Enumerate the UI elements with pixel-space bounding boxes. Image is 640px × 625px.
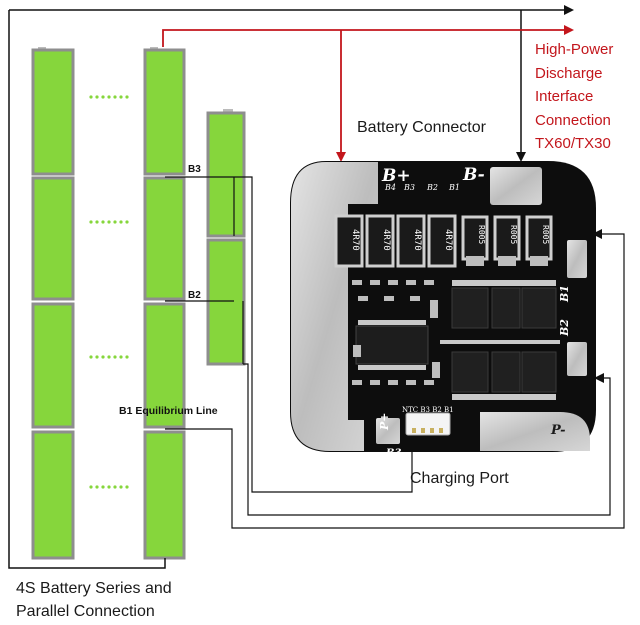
pad-b1 [567,240,587,278]
bms-ic [355,325,429,365]
battery-cell [143,47,186,176]
b-plus-pad [291,162,378,451]
bms-pcb: B+ B- P- P+ B3 B1 B2 B4 B3 B2 B1 NTC B3 … [290,161,596,459]
resistor-code: 4R70 [381,229,391,251]
discharge-line: Interface [535,88,594,105]
b2-tap-label: B2 [188,290,201,301]
diode-code: R005 [509,225,518,244]
battery-cell [143,302,186,429]
caption-line-2: Parallel Connection [16,603,155,620]
caption-line-1: 4S Battery Series and [16,580,172,597]
parallel-ellipsis [89,95,129,489]
tab-label: B2 [426,183,438,192]
b-plus-label: B+ [381,166,411,186]
mosfets [451,287,557,393]
battery-cell [31,47,75,176]
pcb-silkscreen: B+ B- P- P+ B3 B1 B2 B4 B3 B2 B1 NTC B3 … [378,165,571,459]
battery-cell [206,238,246,366]
b2-wire [165,300,611,516]
b3-wire [165,176,413,493]
b3-tap-label: B3 [188,164,201,175]
discharge-line: High-Power [535,41,614,58]
resistor-code: 4R70 [350,229,360,251]
pad-b2 [567,342,587,376]
b-minus-label: B- [462,165,485,185]
pad-b2-label: B2 [558,319,571,337]
ntc-label: NTC B3 B2 B1 [402,406,454,414]
ic-pins [358,320,426,370]
battery-cell [31,430,75,560]
p-plus-pad [376,418,400,444]
discharge-line: Connection [535,111,611,129]
battery-cells [31,47,246,560]
tab-label: B1 [448,183,460,192]
charging-port-label: Charging Port [410,470,509,487]
battery-connector-label: Battery Connector [357,119,486,136]
battery-cell [143,176,186,301]
component-codes: 4R70 4R70 4R70 4R70 R005 R005 R005 [350,225,550,251]
wiring [8,5,625,569]
diode-code: R005 [477,225,486,244]
negative-wire [8,10,166,569]
discharge-interface-label: High-Power Discharge Interface Connectio… [535,38,613,156]
battery-cell [143,430,186,560]
b1-equilibrium-label: B1 Equilibrium Line [119,405,218,417]
tab-label: B4 [384,183,396,192]
b-minus-pad [490,167,542,205]
tab-label: B3 [403,183,415,192]
battery-cell [31,302,75,429]
connector-pins [412,428,443,433]
pad-b1-label: B1 [558,285,571,303]
battery-cell [206,109,246,238]
p-minus-label: P- [550,423,565,438]
resistor-code: 4R70 [412,229,422,251]
pad-b3-label: B3 [385,448,401,459]
battery-cell [31,176,75,301]
positive-wire [162,25,574,47]
discharge-line: Discharge [535,64,603,82]
resistors [334,214,457,268]
discharge-line: TX60/TX30 [535,135,611,152]
diode-code: R005 [541,225,550,244]
sense-resistors [461,215,553,266]
p-plus-label: P+ [378,413,391,432]
resistor-code: 4R70 [443,229,453,251]
smd-components [352,280,440,385]
mosfet-leads [440,280,560,400]
p-minus-pad [480,412,590,451]
b1-wire [165,229,625,529]
